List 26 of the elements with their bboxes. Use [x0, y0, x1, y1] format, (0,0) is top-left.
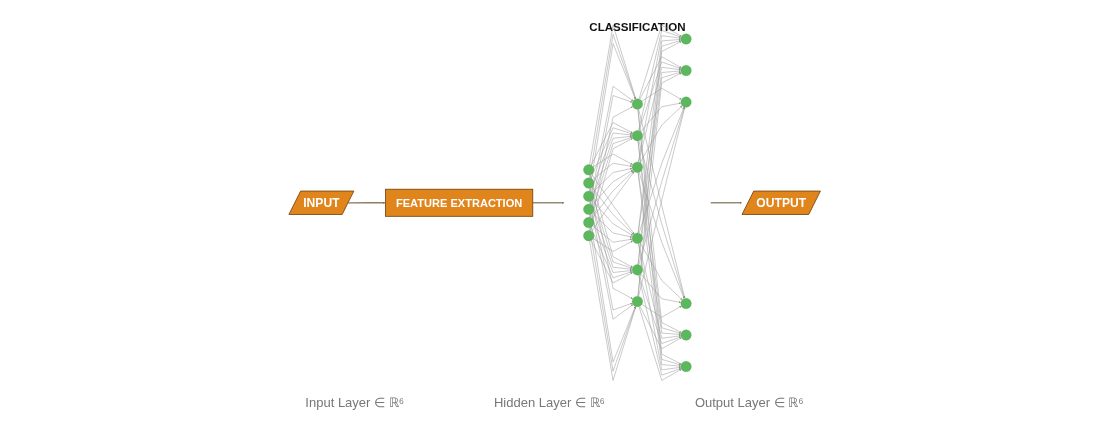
node-text: CLASSIFICATION	[589, 20, 686, 33]
node-box: FEATURE EXTRACTION	[384, 188, 533, 217]
node-circle	[680, 329, 692, 341]
node-circle	[583, 230, 594, 242]
arrow	[347, 201, 386, 204]
node-circle	[680, 65, 692, 76]
node-circle	[680, 298, 692, 309]
node-circle	[631, 296, 643, 307]
layer-label: Output Layer ∈ ℝ⁶	[694, 395, 804, 410]
node-circle	[680, 96, 692, 108]
node-circle	[680, 361, 692, 372]
layer-label: Input Layer ∈ ℝ⁶	[305, 395, 404, 410]
node-circle	[583, 203, 594, 215]
node-circle	[680, 33, 692, 45]
node-circle	[583, 190, 594, 202]
node-circle	[583, 177, 594, 189]
node-circle	[631, 232, 643, 244]
node-circle	[631, 264, 643, 276]
layer-label: Hidden Layer ∈ ℝ⁶	[494, 395, 605, 410]
node-circle	[631, 161, 643, 173]
arrow	[709, 201, 742, 204]
node-circle	[631, 130, 643, 142]
node-circle	[631, 98, 643, 110]
node-circle	[583, 164, 594, 176]
node-circle	[583, 217, 594, 228]
arrow	[531, 201, 565, 204]
